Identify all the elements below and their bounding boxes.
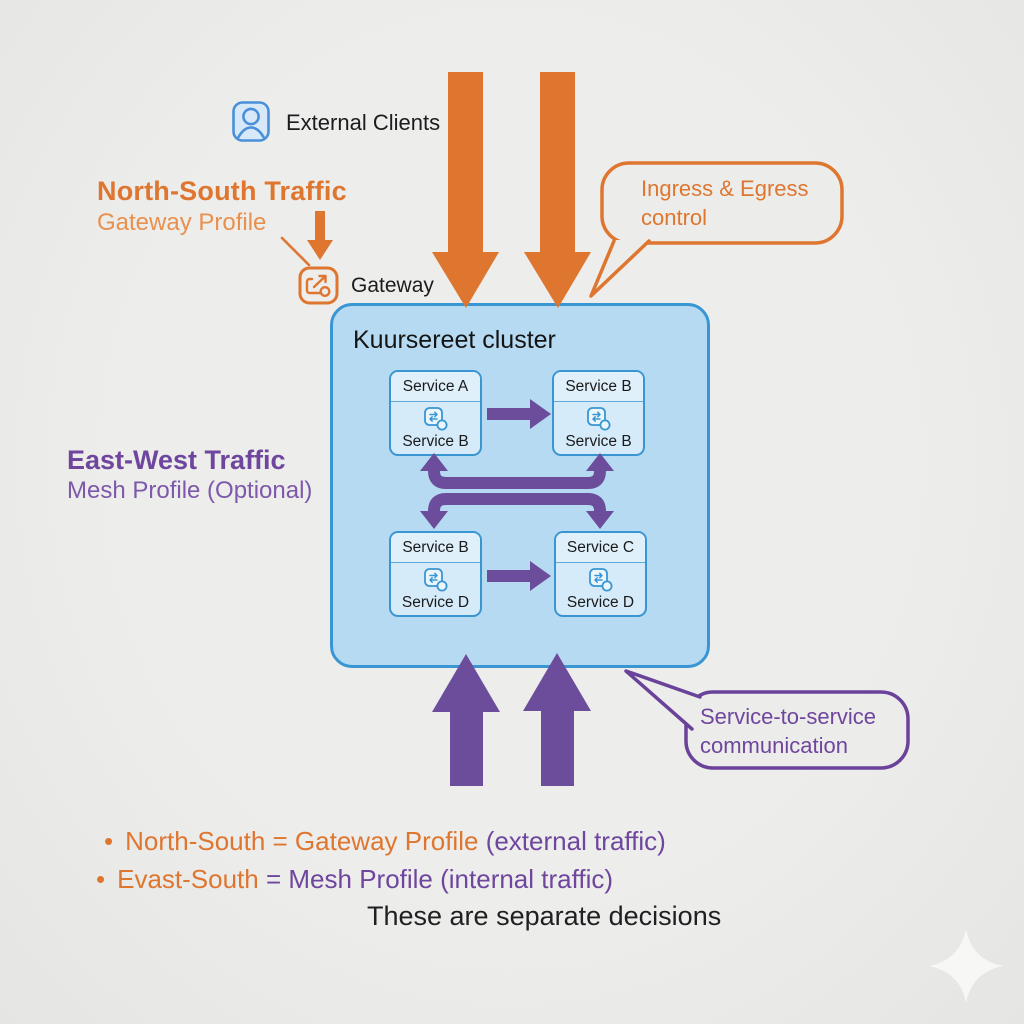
north-south-title: North-South Traffic xyxy=(97,176,347,206)
service-box-4-bottom-label: Service D xyxy=(566,594,635,611)
gateway-icon xyxy=(298,266,339,305)
north-south-arrow-1 xyxy=(432,72,499,308)
bullet-north-south-orange: North-South = Gateway Profile xyxy=(125,826,479,856)
north-south-arrow-2 xyxy=(524,72,591,308)
service-box-4: Service C Service D xyxy=(554,531,647,617)
east-west-arrow-1 xyxy=(432,654,500,786)
service-box-1: Service A Service B xyxy=(389,370,482,456)
bullet-north-south-purple: (external traffic) xyxy=(485,826,666,856)
gateway-label: Gateway xyxy=(351,274,434,297)
service-box-1-top-label: Service A xyxy=(391,372,480,402)
east-west-subtitle: Mesh Profile (Optional) xyxy=(67,477,313,504)
north-south-subtitle: Gateway Profile xyxy=(97,209,267,236)
bullet-marker: • xyxy=(104,826,114,856)
gateway-leader-line xyxy=(280,236,311,267)
bullet-north-south: • North-South = Gateway Profile (external… xyxy=(104,826,666,857)
service-box-4-top-label: Service C xyxy=(556,533,645,563)
service-box-2-bottom-label: Service B xyxy=(565,433,632,450)
east-west-title: East-West Traffic xyxy=(67,445,286,475)
service-box-3: Service B Service D xyxy=(389,531,482,617)
service-box-3-top-label: Service B xyxy=(391,533,480,563)
east-west-arrow-2 xyxy=(523,653,591,786)
bullet-east-south-orange: Evast-South xyxy=(117,864,259,894)
service-box-2-top-label: Service B xyxy=(554,372,643,402)
service-box-1-bottom-label: Service B xyxy=(402,433,469,450)
gateway-pointer-arrow xyxy=(307,211,333,260)
sparkle-icon xyxy=(929,929,1003,1003)
cluster-box: Kuursereet cluster Service A Service B S… xyxy=(330,303,710,668)
service-mesh-icon xyxy=(424,407,448,431)
user-icon xyxy=(232,101,270,142)
bullet-marker: • xyxy=(96,864,106,894)
mesh-callout-text: Service-to-service communication xyxy=(700,704,877,758)
service-mesh-icon xyxy=(424,568,448,592)
bullet-east-south: • Evast-South = Mesh Profile (internal tr… xyxy=(96,864,613,895)
service-mesh-icon xyxy=(589,568,613,592)
service-box-2: Service B Service B xyxy=(552,370,645,456)
service-mesh-icon xyxy=(587,407,611,431)
ingress-callout-text: Ingress & Egress control xyxy=(641,176,809,230)
external-clients-label: External Clients xyxy=(286,110,441,135)
service-box-3-bottom-label: Service D xyxy=(401,594,470,611)
bullet-east-south-purple: = Mesh Profile (internal traffic) xyxy=(265,864,614,894)
footer-note: These are separate decisions xyxy=(367,901,722,931)
cluster-title: Kuursereet cluster xyxy=(353,326,556,354)
